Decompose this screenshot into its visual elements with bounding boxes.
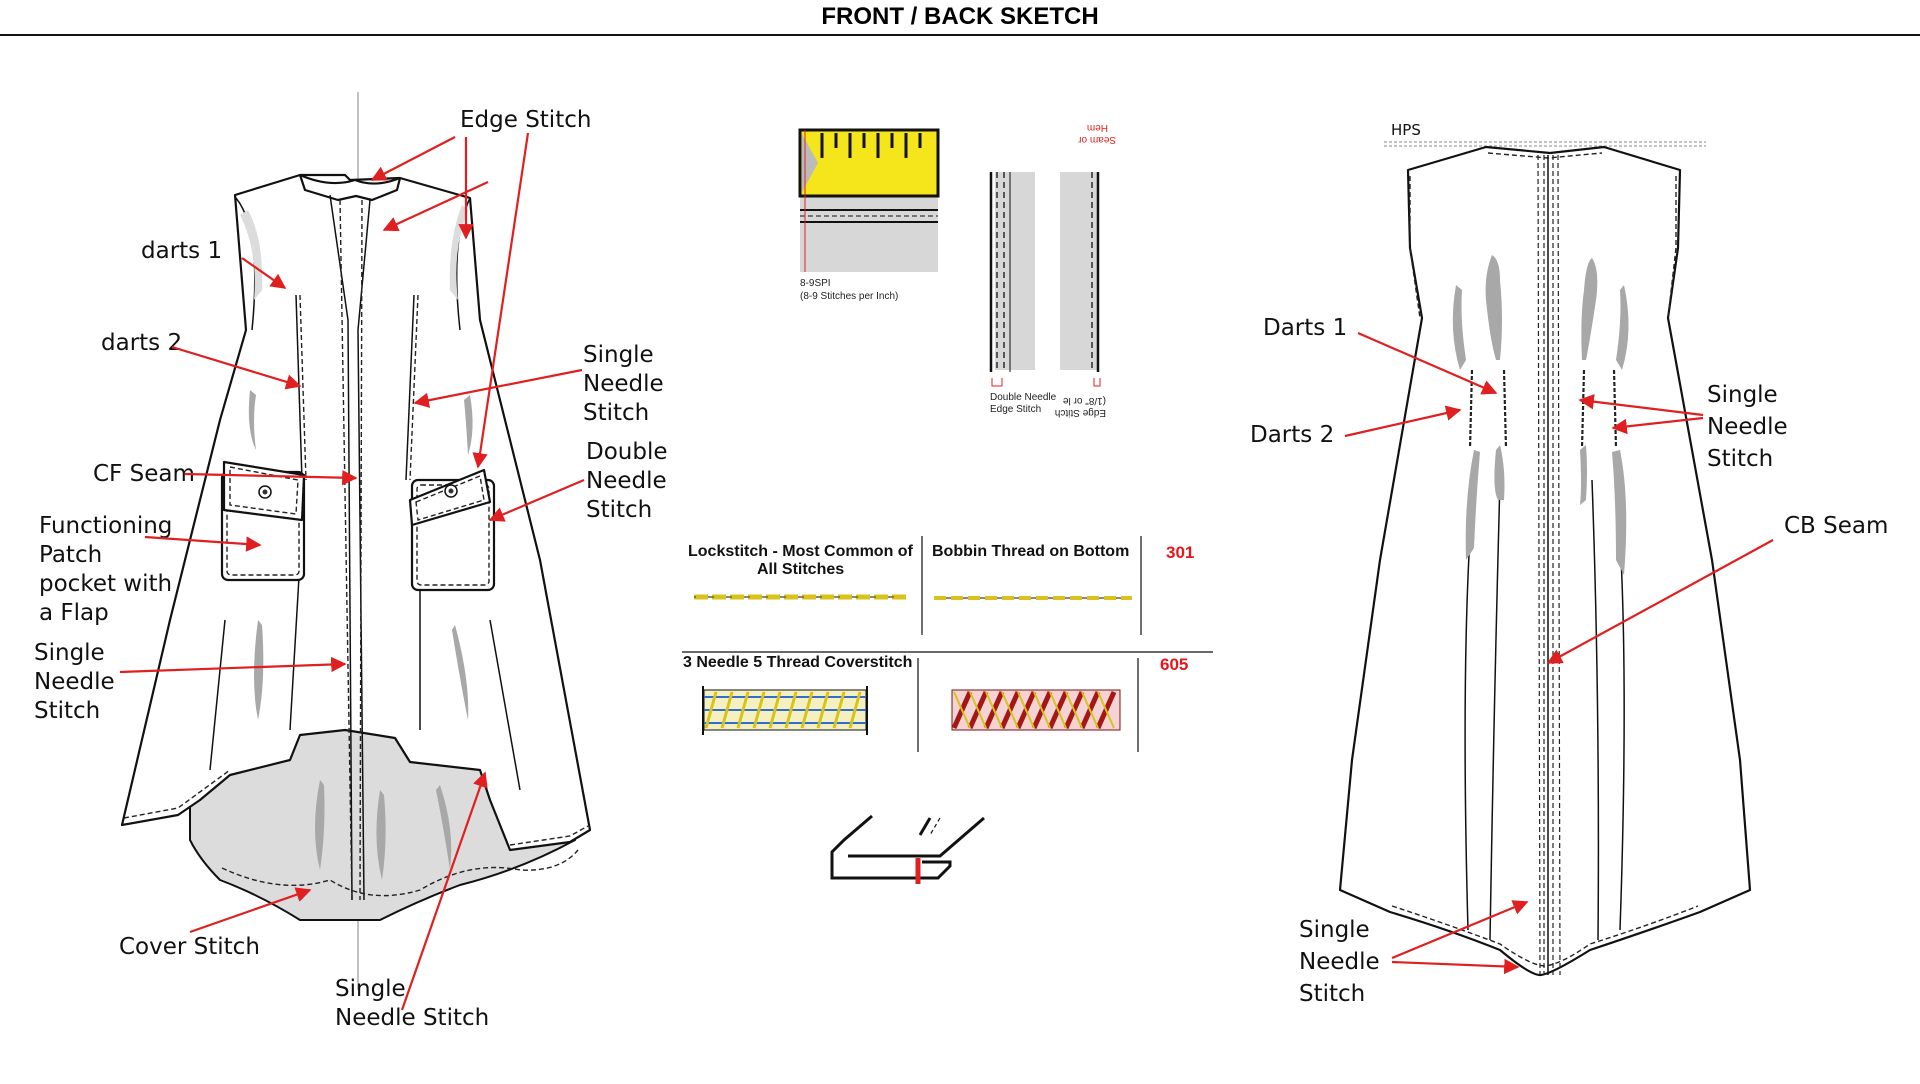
label-double-needle-stitch-3: Stitch: [586, 497, 652, 523]
label-single-needle-stitch-c-1: Single: [335, 976, 406, 1002]
stitch-code-605: 605: [1160, 655, 1188, 674]
label-patch-pocket-2: Patch: [39, 542, 102, 568]
label-patch-pocket-4: a Flap: [39, 600, 109, 626]
label-cover-stitch: Cover Stitch: [119, 934, 260, 960]
spi-ruler-swatch: [798, 128, 940, 272]
page-title: FRONT / BACK SKETCH: [821, 3, 1099, 30]
coverstitch-top-swatch: [702, 686, 868, 735]
label-darts-1: darts 1: [141, 238, 222, 264]
label-single-needle-stitch-b-3: Stitch: [34, 698, 100, 724]
label-back-single-needle-b-1: Single: [1299, 917, 1370, 943]
label-patch-pocket-1: Functioning: [39, 513, 172, 539]
label-single-needle-stitch-b-2: Needle: [34, 669, 115, 695]
title-divider: [0, 34, 1920, 36]
label-cf-seam: CF Seam: [93, 461, 195, 487]
stitch-reference-panel: 8-9SPI (8-9 Stitches per Inch) Double Ne…: [798, 122, 1116, 418]
spi-caption: 8-9SPI: [800, 278, 831, 289]
label-patch-pocket-3: pocket with: [39, 571, 172, 597]
bobbin-thread-label: Bobbin Thread on Bottom: [932, 543, 1129, 560]
label-double-needle-stitch-2: Needle: [586, 468, 667, 494]
label-back-single-needle-a-3: Stitch: [1707, 446, 1773, 472]
front-left-pocket: [220, 460, 306, 582]
seam-hem-caption-2: Hem: [1087, 122, 1108, 133]
label-back-single-needle-b-3: Stitch: [1299, 981, 1365, 1007]
front-right-pocket: [408, 468, 496, 592]
edge-stitch-swatch: [1060, 172, 1101, 387]
label-back-darts-1: Darts 1: [1263, 315, 1347, 341]
coverstitch-bottom-swatch: [951, 689, 1121, 731]
label-single-needle-stitch-c-2: Needle Stitch: [335, 1005, 489, 1031]
double-needle-caption-1: Double Needle: [990, 392, 1057, 403]
spi-caption-detail: (8-9 Stitches per Inch): [800, 291, 898, 302]
label-single-needle-stitch-b-1: Single: [34, 640, 105, 666]
lockstitch-label-2: All Stitches: [757, 561, 844, 578]
double-needle-caption-2: Edge Stitch: [990, 404, 1041, 415]
label-cb-seam: CB Seam: [1784, 513, 1888, 539]
label-back-darts-2: Darts 2: [1250, 422, 1334, 448]
double-needle-swatch: [989, 172, 1035, 387]
hem-fold-diagram: [830, 814, 985, 884]
stitch-type-table: Lockstitch - Most Common of All Stitches…: [682, 536, 1213, 752]
back-sketch: HPS: [1338, 121, 1752, 977]
label-back-single-needle-b-2: Needle: [1299, 949, 1380, 975]
edge-stitch-caption-1: Edge Stitch: [1055, 407, 1106, 418]
label-single-needle-stitch-a-3: Stitch: [583, 400, 649, 426]
back-callout-arrows: [1344, 331, 1774, 975]
label-hps: HPS: [1391, 121, 1421, 139]
lockstitch-label-1: Lockstitch - Most Common of: [688, 543, 914, 560]
stitch-code-301: 301: [1166, 543, 1194, 562]
label-edge-stitch: Edge Stitch: [460, 107, 591, 133]
coverstitch-label: 3 Needle 5 Thread Coverstitch: [683, 654, 912, 671]
edge-stitch-caption-2: (1/8" or le: [1063, 395, 1106, 406]
label-double-needle-stitch-1: Double: [586, 439, 668, 465]
label-back-single-needle-a-2: Needle: [1707, 414, 1788, 440]
front-callout-arrows: [119, 132, 585, 1011]
seam-hem-caption-1: Seam or: [1078, 134, 1116, 145]
label-back-single-needle-a-1: Single: [1707, 382, 1778, 408]
label-single-needle-stitch-a-1: Single: [583, 342, 654, 368]
label-single-needle-stitch-a-2: Needle: [583, 371, 664, 397]
label-darts-2: darts 2: [101, 330, 182, 356]
